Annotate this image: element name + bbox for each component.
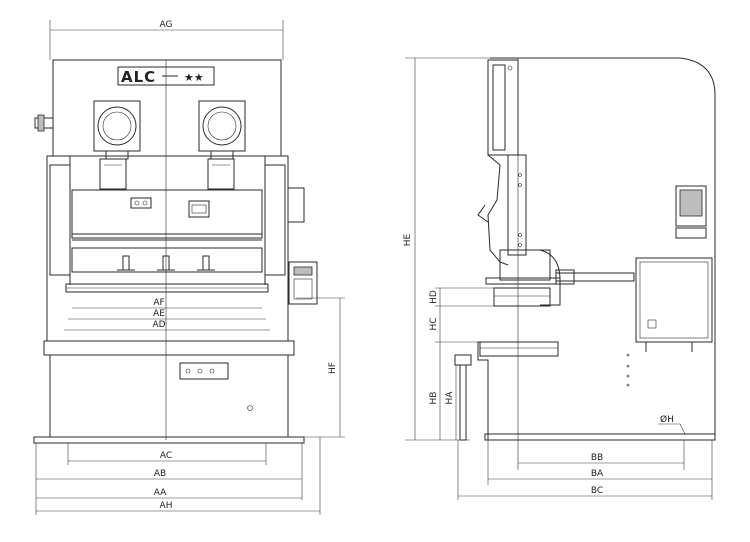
front-view: AG ALC ★★	[33, 20, 345, 515]
left-motor	[93, 100, 141, 160]
dim-label-ab: AB	[154, 469, 166, 479]
dim-label-hf: HF	[328, 362, 338, 374]
dim-label-ae: AE	[153, 309, 165, 319]
dim-label-ag: AG	[160, 20, 173, 30]
base	[49, 354, 289, 438]
dim-label-he: HE	[403, 233, 413, 246]
logo-text: ALC	[121, 68, 156, 86]
knockout-rods	[117, 255, 215, 271]
dim-label-hc: HC	[429, 317, 439, 330]
dim-label-hd: HD	[429, 290, 439, 304]
control-panel	[287, 187, 318, 305]
side-view: HE	[403, 57, 716, 500]
dim-label-ha: HA	[445, 391, 455, 405]
dim-label-aa: AA	[154, 488, 167, 498]
electrical-cabinet	[635, 257, 713, 352]
dim-label-bb: BB	[591, 453, 603, 463]
dim-label-ac: AC	[160, 451, 172, 461]
side-bed	[479, 341, 559, 357]
dim-label-af: AF	[153, 298, 164, 308]
dim-label-ba: BA	[591, 469, 604, 479]
side-frame	[477, 57, 716, 441]
dim-label-hb: HB	[429, 392, 439, 405]
slide	[71, 189, 263, 239]
crown	[52, 59, 282, 157]
side-foot	[484, 433, 716, 441]
right-motor	[198, 100, 246, 160]
bed	[43, 340, 295, 356]
dim-label-ah: AH	[160, 501, 173, 511]
foot	[33, 436, 305, 444]
dim-label-phi-h: ØH	[660, 414, 674, 425]
dim-label-bc: BC	[591, 486, 603, 496]
logo-stars: ★★	[184, 71, 204, 84]
side-display	[675, 185, 707, 227]
dim-label-ad: AD	[152, 320, 165, 330]
